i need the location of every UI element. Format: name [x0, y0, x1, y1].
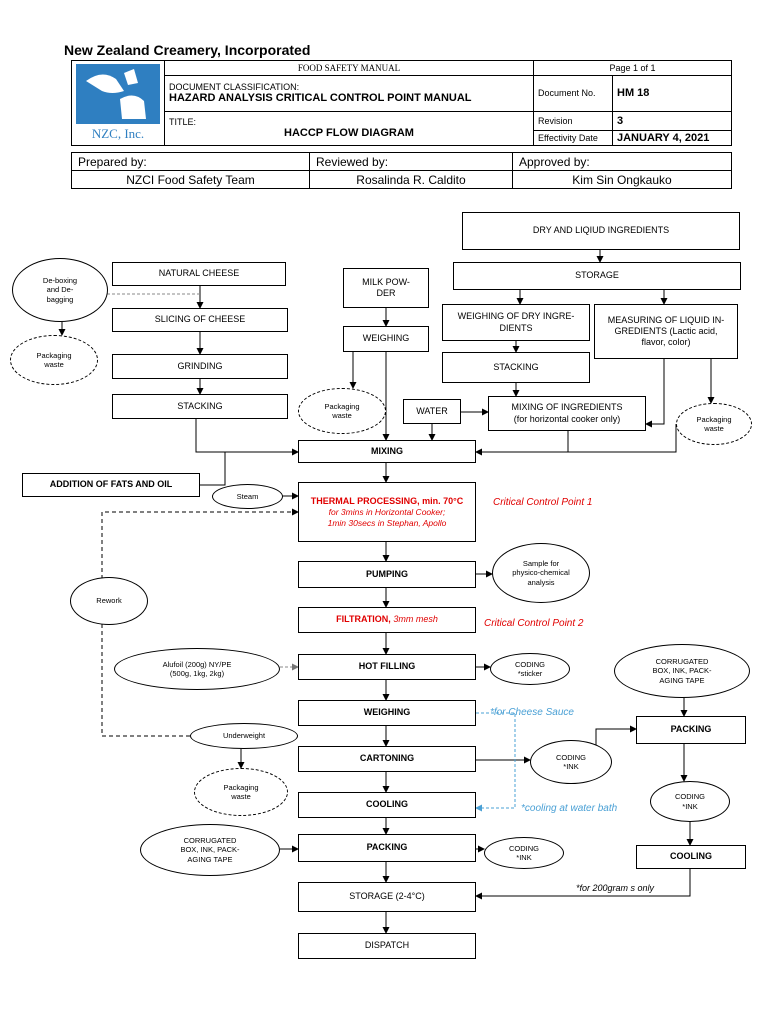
output-sample: Sample for physico-chemical analysis — [492, 543, 590, 603]
step-cartoning: CARTONING — [298, 746, 476, 772]
input-corrugated-right: CORRUGATED BOX, INK, PACK- AGING TAPE — [614, 644, 750, 698]
step-stacking-mid: STACKING — [442, 352, 590, 383]
step-packing: PACKING — [298, 834, 476, 862]
step-mixing-ingredients: MIXING OF INGREDIENTS (for horizontal co… — [488, 396, 646, 431]
reviewed-value: Rosalinda R. Caldito — [309, 170, 513, 189]
input-steam: Steam — [212, 484, 283, 509]
step-pumping: PUMPING — [298, 561, 476, 588]
200gram-note: *for 200gram s only — [576, 883, 655, 893]
signoff-table: Prepared by: Reviewed by: Approved by: N… — [71, 152, 732, 189]
cheese-sauce-note: *for Cheese Sauce — [490, 707, 574, 718]
svg-text:NZC, Inc.: NZC, Inc. — [92, 126, 144, 141]
step-packing-right: PACKING — [636, 716, 746, 744]
input-coding-sticker: CODING *sticker — [490, 653, 570, 685]
step-cooling-right: COOLING — [636, 845, 746, 869]
step-weighing: WEIGHING — [298, 700, 476, 726]
step-slicing-cheese: SLICING OF CHEESE — [112, 308, 288, 332]
input-coding-ink-right: CODING *INK — [650, 781, 730, 822]
thermal-title: THERMAL PROCESSING, min. 70°C — [310, 495, 464, 506]
input-deboxing: De-boxing and De- bagging — [12, 258, 108, 322]
step-dispatch: DISPATCH — [298, 933, 476, 959]
ccp2-label: Critical Control Point 2 — [484, 618, 584, 629]
output-packaging-waste-4: Packaging waste — [194, 768, 288, 816]
step-fats-oil: ADDITION OF FATS AND OIL — [22, 473, 200, 497]
step-milk-powder: MILK POW- DER — [343, 268, 429, 308]
step-storage: STORAGE (2-4°C) — [298, 882, 476, 912]
step-grinding: GRINDING — [112, 354, 288, 379]
output-packaging-waste-1: Packaging waste — [10, 335, 98, 385]
step-mixing: MIXING — [298, 440, 476, 463]
page-number: Page 1 of 1 — [533, 60, 732, 76]
effectivity-value: JANUARY 4, 2021 — [612, 130, 732, 146]
step-cooling: COOLING — [298, 792, 476, 818]
filtration-title: FILTRATION, — [336, 614, 391, 625]
title-value: HACCP FLOW DIAGRAM — [284, 127, 414, 140]
manual-label: FOOD SAFETY MANUAL — [164, 60, 534, 76]
input-coding-ink-2: CODING *INK — [484, 837, 564, 869]
step-weighing-dry: WEIGHING OF DRY INGRE- DIENTS — [442, 304, 590, 341]
prepared-label: Prepared by: — [71, 152, 310, 171]
thermal-sub: for 3mins in Horizontal Cooker; 1min 30s… — [327, 507, 447, 528]
logo-icon: NZC, Inc. — [76, 64, 160, 141]
output-underweight: Underweight — [190, 723, 298, 749]
step-weighing-top: WEIGHING — [343, 326, 429, 352]
title-label: TITLE: — [169, 117, 197, 128]
step-water: WATER — [403, 399, 461, 424]
water-bath-note: *cooling at water bath — [521, 803, 618, 814]
output-packaging-waste-2: Packaging waste — [298, 388, 386, 434]
filtration-sub: 3mm mesh — [393, 614, 438, 625]
company-name: New Zealand Creamery, Incorporated — [64, 42, 311, 58]
step-stacking-left: STACKING — [112, 394, 288, 419]
doc-no-value: HM 18 — [612, 75, 732, 112]
input-corrugated-left: CORRUGATED BOX, INK, PACK- AGING TAPE — [140, 824, 280, 876]
approved-value: Kim Sin Ongkauko — [512, 170, 732, 189]
step-storage-top: STORAGE — [453, 262, 741, 290]
step-hot-filling: HOT FILLING — [298, 654, 476, 680]
output-packaging-waste-3: Packaging waste — [676, 403, 752, 445]
doc-class-label: DOCUMENT CLASSIFICATION: — [169, 82, 300, 93]
document-header: NZC, Inc. FOOD SAFETY MANUAL Page 1 of 1… — [71, 60, 732, 146]
input-coding-ink-1: CODING *INK — [530, 740, 612, 784]
step-filtration: FILTRATION, 3mm mesh — [298, 607, 476, 633]
input-alufoil: Alufoil (200g) NY/PE (500g, 1kg, 2kg) — [114, 648, 280, 690]
doc-class-value: HAZARD ANALYSIS CRITICAL CONTROL POINT M… — [169, 92, 472, 105]
step-dry-liquid-ingredients: DRY AND LIQIUD INGREDIENTS — [462, 212, 740, 250]
step-measuring-liquid: MEASURING OF LIQUID IN- GREDIENTS (Lacti… — [594, 304, 738, 359]
ccp1-label: Critical Control Point 1 — [493, 497, 593, 508]
step-natural-cheese: NATURAL CHEESE — [112, 262, 286, 286]
step-thermal-processing: THERMAL PROCESSING, min. 70°C for 3mins … — [298, 482, 476, 542]
input-rework: Rework — [70, 577, 148, 625]
company-logo: NZC, Inc. — [71, 60, 165, 146]
